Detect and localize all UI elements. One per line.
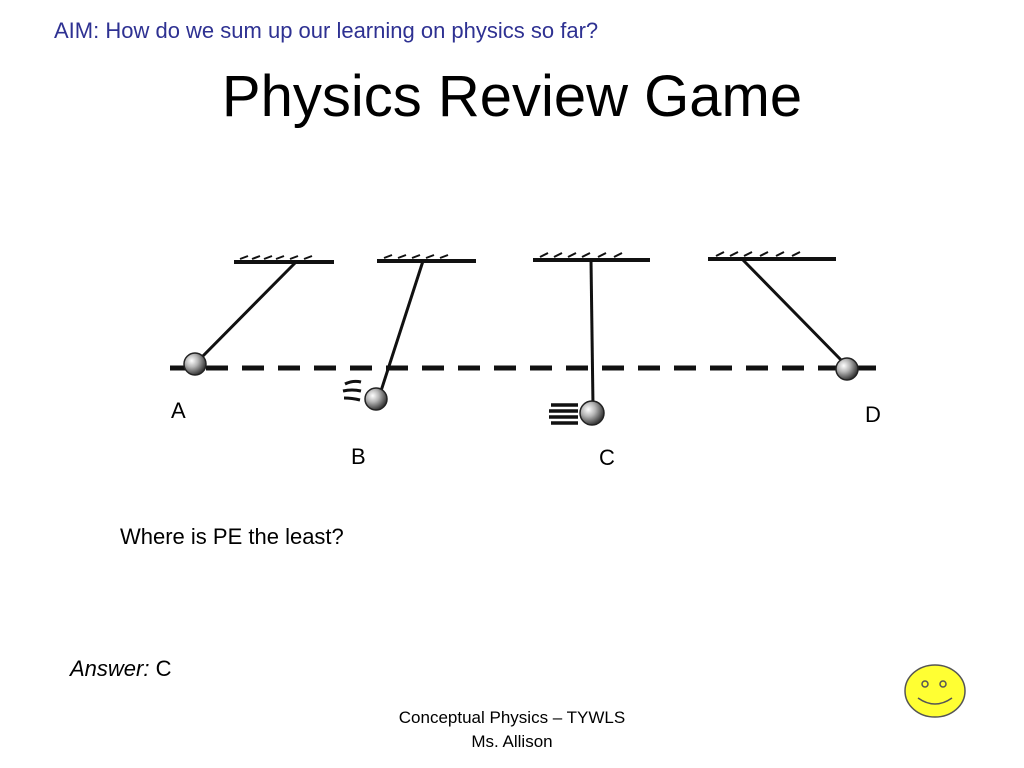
answer-value: C	[155, 656, 172, 681]
support-c	[533, 252, 650, 262]
pendulum-ball-c	[579, 400, 605, 426]
position-label-c: C	[599, 445, 615, 470]
string-a	[195, 260, 298, 364]
footer-course: Conceptual Physics – TYWLS	[398, 708, 626, 727]
position-label-d: D	[865, 402, 881, 427]
answer-line: Answer: C	[70, 656, 172, 682]
motion-lines-b	[342, 379, 362, 402]
question-text: Where is PE the least?	[120, 524, 344, 549]
string-c	[589, 259, 595, 407]
aim-heading: AIM: How do we sum up our learning on ph…	[54, 18, 599, 43]
answer-label: Answer:	[70, 656, 150, 681]
footer-teacher: Ms. Allison	[471, 732, 553, 751]
support-b	[377, 254, 476, 263]
pendulum-ball-d	[835, 357, 859, 381]
footer: Conceptual Physics – TYWLS Ms. Allison	[362, 706, 662, 754]
position-label-b: B	[351, 444, 366, 469]
pendulum-ball-a	[183, 352, 207, 376]
smiley-face-icon	[904, 664, 966, 718]
motion-lines-c	[549, 403, 578, 425]
position-label-a: A	[171, 398, 186, 423]
support-a	[234, 255, 334, 264]
support-d	[708, 251, 836, 261]
page-title: Physics Review Game	[221, 64, 803, 129]
pendulum-ball-b	[364, 387, 388, 411]
string-b	[378, 260, 425, 395]
string-d	[740, 257, 846, 365]
